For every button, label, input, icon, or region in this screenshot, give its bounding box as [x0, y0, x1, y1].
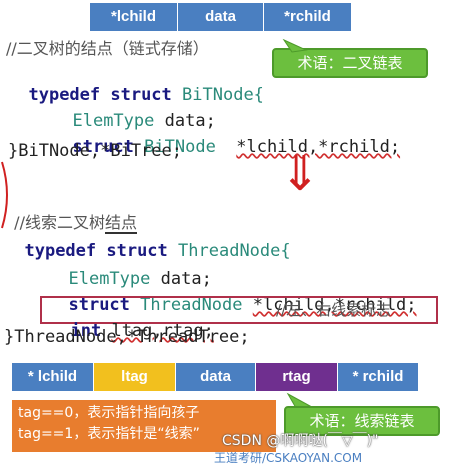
comment-threaded-suffix: 结点 — [104, 213, 137, 234]
keyword-typedef-struct: typedef struct — [28, 85, 172, 105]
code-line-elemtype-data: ElemType data; — [52, 88, 216, 132]
comment-threaded-tree-node: //线索二叉树结点 — [4, 190, 137, 234]
field-data-2: data; — [160, 269, 212, 289]
bottom-cell-rtag: rtag — [256, 363, 338, 391]
keyword-struct: struct — [72, 137, 134, 157]
top-cell-rchild: *rchild — [264, 3, 352, 31]
field-children-2: *lchild,*rchild; — [252, 295, 417, 315]
csdn-watermark: CSDN @啊啊哒(￣▽￣)" — [222, 433, 379, 449]
field-children: *lchild,*rchild; — [236, 137, 401, 157]
type-threadnode: ThreadNode{ — [178, 241, 291, 261]
double-down-arrow-icon: ⇓ — [280, 146, 321, 202]
bottom-cell-data: data — [176, 363, 256, 391]
code-line-typedef-bitnode: typedef struct BiTNode{ — [8, 62, 264, 106]
code-line-struct-children-2: struct ThreadNode *lchild,*rchild; — [48, 272, 417, 316]
red-arc-decoration — [1, 161, 8, 229]
field-data: data; — [164, 111, 216, 131]
tag-one-meaning: tag==1，表示指针是“线索” — [18, 426, 200, 442]
type-bitnode: BiTNode{ — [182, 85, 264, 105]
field-tags: ltag,rtag; — [111, 321, 214, 341]
tag-line-highlight-box — [40, 296, 438, 324]
comment-binary-tree-node: //二叉树的结点（链式存储） — [6, 39, 209, 58]
code-line-int-tags: int ltag,rtag; — [50, 298, 214, 342]
term-bubble-threaded-linked-list: 术语：线索链表 — [284, 406, 440, 436]
type-bitnode-ref: BiTNode — [144, 137, 216, 157]
term-bubble-1-text: 术语：二叉链表 — [297, 54, 403, 72]
tag-zero-meaning: tag==0，表示指针指向孩子 — [18, 405, 200, 421]
code-line-close-threadnode: }ThreadNode,*ThreadTree; — [4, 327, 250, 347]
bottom-struct-diagram: * lchild ltag data rtag * rchild — [12, 363, 418, 391]
bottom-site-watermark: 王道考研/CSKAOYAN.COM — [214, 451, 363, 465]
comment-tag-flags: //左、右线索标志 — [276, 301, 392, 319]
keyword-int: int — [70, 321, 102, 341]
type-elemtype-2: ElemType — [68, 269, 151, 289]
keyword-typedef-struct-2: typedef struct — [24, 241, 168, 261]
keyword-struct-2: struct — [68, 295, 130, 315]
tag-meaning-note: tag==0，表示指针指向孩子 tag==1，表示指针是“线索” — [12, 400, 276, 452]
code-line-typedef-threadnode: typedef struct ThreadNode{ — [4, 218, 291, 262]
type-elemtype: ElemType — [72, 111, 155, 131]
bubble-1-pointer — [282, 38, 308, 53]
top-cell-data: data — [178, 3, 264, 31]
top-cell-lchild: *lchild — [90, 3, 178, 31]
bottom-cell-rchild: * rchild — [338, 363, 418, 391]
term-bubble-2-text: 术语：线索链表 — [309, 412, 415, 430]
code-line-close-bitnode: }BiTNode,*BiTree; — [8, 141, 182, 161]
term-bubble-binary-linked-list: 术语：二叉链表 — [272, 48, 428, 78]
top-struct-diagram: *lchild data *rchild — [90, 3, 352, 31]
type-threadnode-ref: ThreadNode — [140, 295, 243, 315]
bottom-cell-lchild: * lchild — [12, 363, 94, 391]
code-line-struct-children: struct BiTNode *lchild,*rchild; — [52, 114, 400, 158]
bottom-cell-ltag: ltag — [94, 363, 176, 391]
code-line-elemtype-data-2: ElemType data; — [48, 246, 212, 290]
comment-threaded-prefix: //线索二叉树 — [14, 213, 105, 232]
